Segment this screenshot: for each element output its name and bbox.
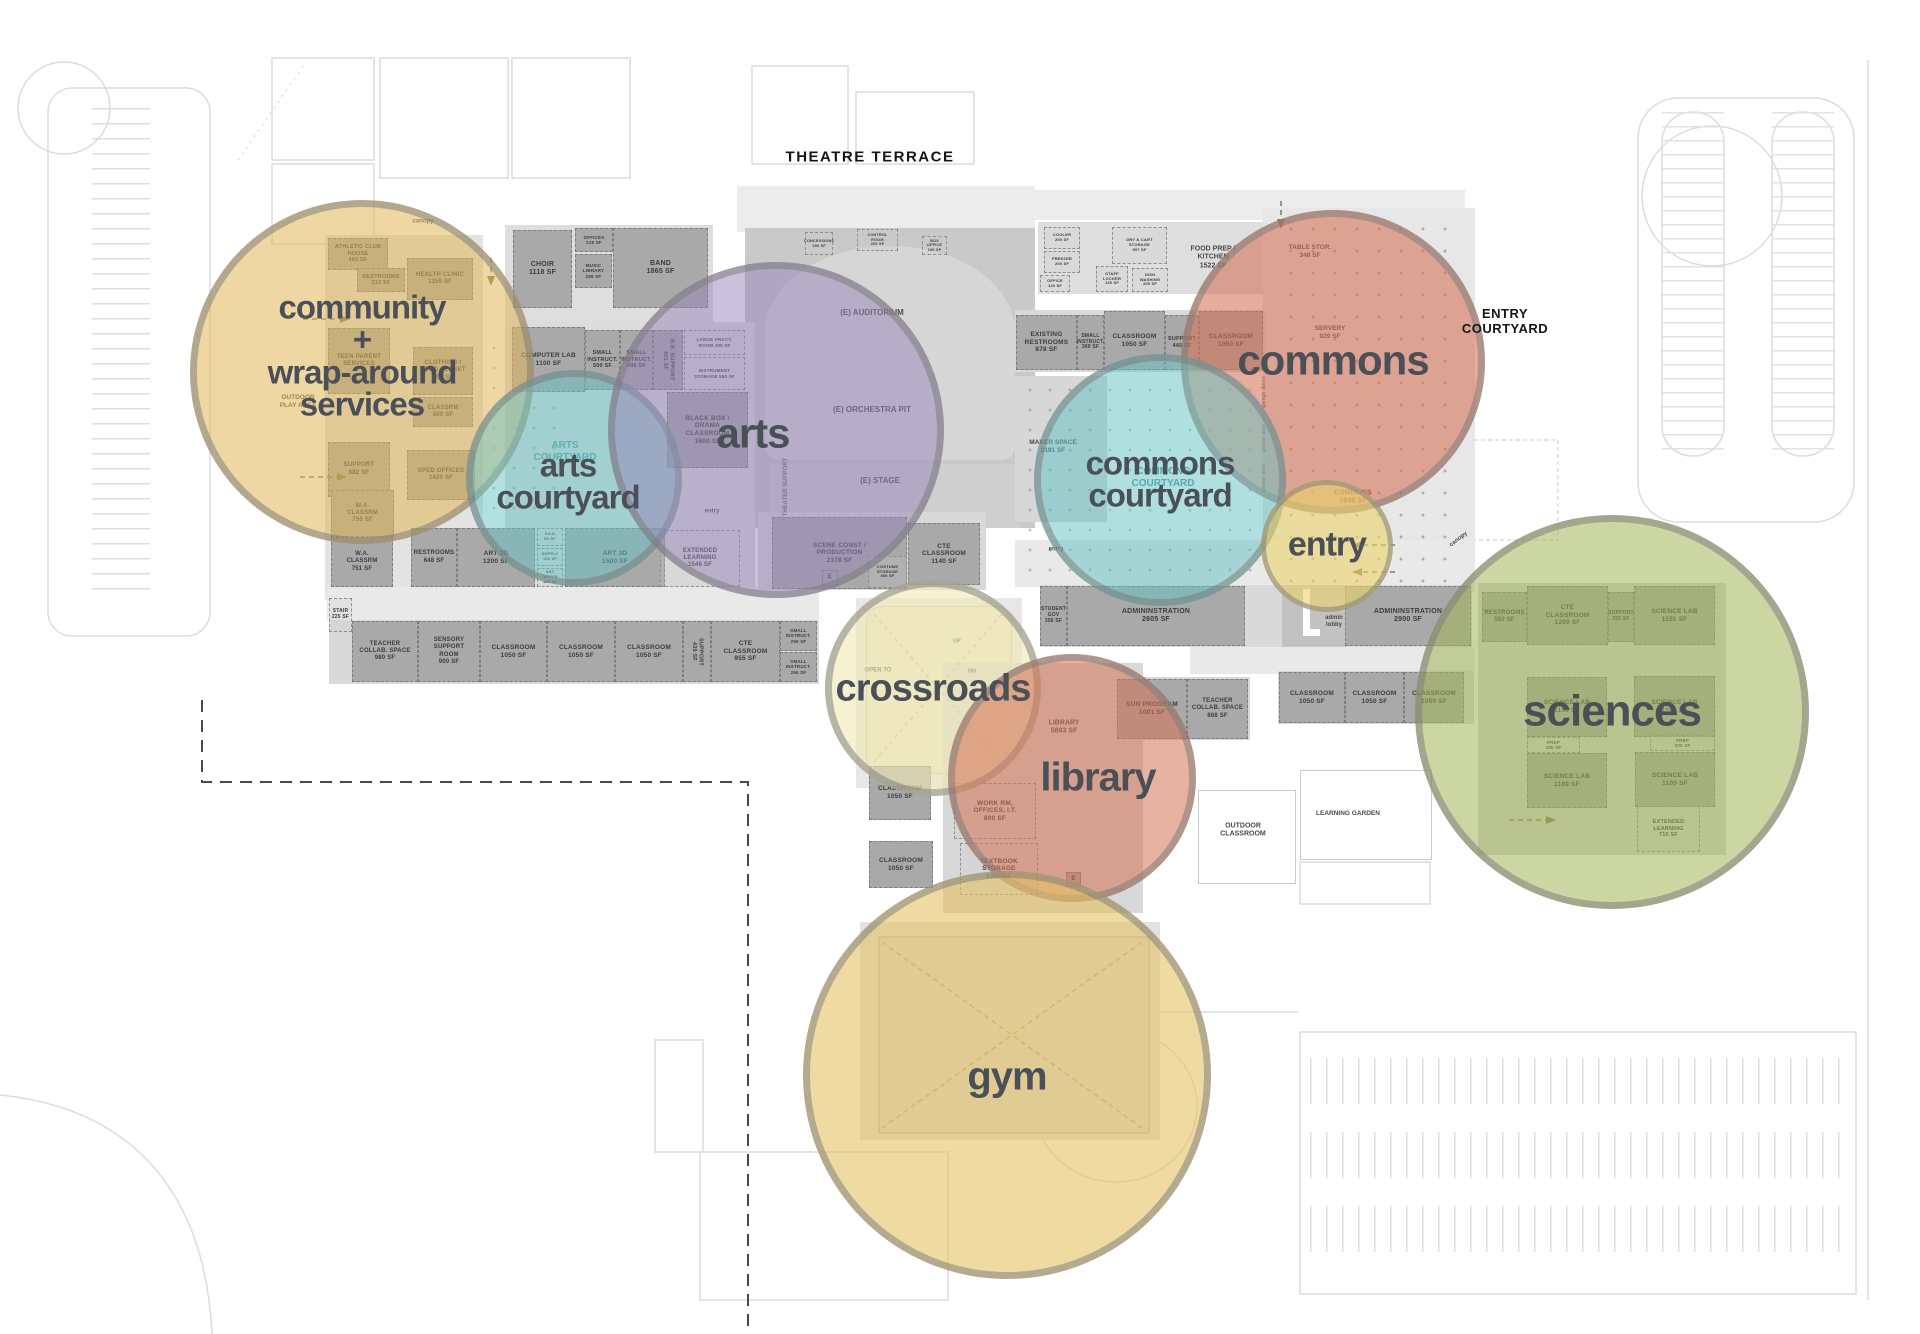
bubble-commons-courtyard bbox=[1034, 354, 1286, 606]
theatre-terrace-label: THEATRE TERRACE bbox=[785, 148, 955, 166]
parking-stalls-southeast-1 bbox=[1310, 1058, 1850, 1104]
room-office: OFFICE 120 SF bbox=[1040, 275, 1070, 292]
bubble-entry bbox=[1261, 480, 1393, 612]
room-cte: CTE CLASSROOM 955 SF bbox=[711, 621, 780, 682]
room-small: SMALL INSTRUCT. 360 SF bbox=[1077, 315, 1104, 370]
property-line bbox=[201, 700, 749, 1334]
room-concessions: CONCESSIONS 150 SF bbox=[804, 232, 834, 255]
bubble-gym bbox=[803, 871, 1211, 1279]
room-classroom: CLASSROOM 1050 SF bbox=[480, 621, 547, 682]
learning-garden-pad bbox=[1300, 770, 1432, 860]
parking-stalls-northeast-1 bbox=[1662, 112, 1724, 456]
room-teacher: TEACHER COLLAB. SPACE 868 SF bbox=[1187, 679, 1248, 739]
bubble-arts bbox=[608, 262, 944, 598]
parking-stalls-northeast-2 bbox=[1772, 112, 1834, 456]
bubble-label-sciences: sciences bbox=[1523, 686, 1702, 736]
room-choir: CHOIR 1118 SF bbox=[513, 230, 572, 308]
room-classroom: CLASSROOM 1050 SF bbox=[1279, 672, 1345, 723]
room-box-office: BOX OFFICE 100 SF bbox=[922, 236, 947, 255]
room-small: SMALL INSTRUCT. 250 SF bbox=[780, 652, 817, 682]
room-support: SUPPORT 439 SF bbox=[683, 621, 711, 682]
room-cooler: COOLER 200 SF bbox=[1044, 227, 1080, 249]
theatre-terrace-plaza bbox=[737, 186, 1035, 232]
room-control: CONTROL ROOM 200 SF bbox=[857, 229, 898, 251]
bubble-sciences bbox=[1415, 515, 1809, 909]
room-freezer: FREEZER 200 SF bbox=[1044, 251, 1080, 273]
room-existing: EXISTING RESTROOMS 878 SF bbox=[1016, 315, 1077, 370]
outdoor-classroom-pad bbox=[1198, 790, 1296, 884]
entry-courtyard-label: ENTRY COURTYARD bbox=[1461, 306, 1549, 336]
room-cte: CTE CLASSROOM 1140 SF bbox=[908, 523, 980, 585]
room-classroom: CLASSROOM 1050 SF bbox=[547, 621, 615, 682]
bubble-label-arts-courtyard: arts courtyard bbox=[496, 446, 640, 516]
bubble-label-arts: arts bbox=[716, 409, 790, 457]
room-music: MUSIC LIBRARY 299 SF bbox=[575, 254, 612, 288]
plan-label-learning-garden: LEARNING GARDEN bbox=[1316, 810, 1380, 818]
room-classroom: CLASSROOM 1050 SF bbox=[1345, 672, 1404, 723]
bubble-label-commons-courtyard: commons courtyard bbox=[1085, 444, 1236, 514]
plan-label-outdoor: OUTDOOR CLASSROOM bbox=[1220, 822, 1266, 838]
room-classroom: CLASSROOM 1050 SF bbox=[869, 841, 933, 888]
room-small: SMALL INSTRUCT. 250 SF bbox=[780, 621, 817, 651]
room-sensory: SENSORY SUPPORT ROOM 900 SF bbox=[418, 621, 480, 682]
room-student-gov: STUDENT GOV 356 SF bbox=[1040, 586, 1067, 646]
parking-stalls-southeast-3 bbox=[1310, 1206, 1850, 1252]
bubble-label-library: library bbox=[1040, 755, 1156, 800]
room-staff: STAFF LOCKER 140 SF bbox=[1096, 266, 1128, 292]
bubble-label-community-wrap-around-services: community + wrap-around services bbox=[267, 288, 458, 423]
room-dish: DISH WASHING 200 SF bbox=[1132, 268, 1168, 292]
entry-lobby-marker bbox=[1303, 589, 1320, 636]
parking-stalls-west bbox=[92, 108, 150, 598]
room-stair: STAIR 225 SF bbox=[329, 598, 352, 632]
plan-label-admin: admin lobby bbox=[1325, 614, 1343, 628]
bubble-label-gym: gym bbox=[967, 1054, 1047, 1099]
bubble-label-commons: commons bbox=[1237, 336, 1429, 384]
room-classroom: CLASSROOM 1050 SF bbox=[615, 621, 683, 682]
parking-stalls-southeast-2 bbox=[1310, 1132, 1850, 1178]
room-restrooms: RESTROOMS 648 SF bbox=[411, 528, 457, 587]
room-teacher: TEACHER COLLAB. SPACE 980 SF bbox=[352, 621, 418, 682]
room-offices: OFFICES 219 SF bbox=[575, 228, 613, 252]
bubble-label-crossroads: crossroads bbox=[835, 667, 1032, 710]
room-dry-cart: DRY & CART STORAGE 597 SF bbox=[1112, 227, 1167, 264]
bubble-library bbox=[948, 654, 1196, 902]
bubble-label-entry: entry bbox=[1287, 525, 1367, 564]
